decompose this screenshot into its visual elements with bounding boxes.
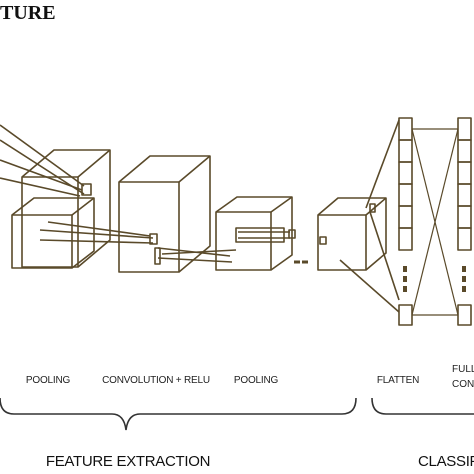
feature-map-volume-5 [317,197,387,271]
feature-map-volume-4 [215,196,296,271]
label-flatten: FLATTEN [376,375,420,386]
pooling-rays [154,247,237,265]
classification-brace [371,397,474,415]
dense-connections [411,128,459,316]
feature-extraction-brace [0,397,357,431]
feature-map-volume-1 [21,149,111,268]
fully-connected-column [457,117,472,326]
label-fully-connected: FULLY CONNEC [452,362,474,392]
label-fully-connected-line-1: FULLY [452,364,474,375]
flatten-ellipsis [403,266,407,292]
flatten-rays [339,119,400,313]
label-feature-extraction: FEATURE EXTRACTION [45,453,211,470]
fc-ellipsis [462,266,466,292]
feature-map-volume-3 [118,155,211,273]
label-fully-connected-line-2: CONNEC [452,379,474,390]
label-classification: CLASSIF [418,453,474,470]
conv-rays [39,221,158,245]
label-convolution-relu: CONVOLUTION + RELU [102,375,210,386]
label-pooling-1: POOLING [25,375,71,386]
input-rays [0,124,85,197]
page-heading: TURE [0,2,56,24]
label-pooling-2: POOLING [233,375,279,386]
flatten-column [398,117,413,326]
group-braces [0,397,474,431]
